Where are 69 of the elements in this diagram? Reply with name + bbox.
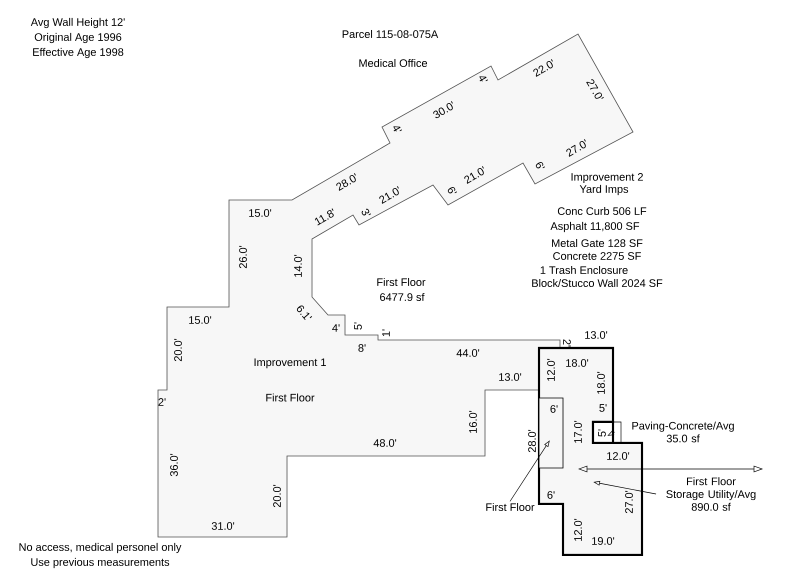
dimension-label: 13.0' xyxy=(499,373,522,381)
dimension-label: 27.0' xyxy=(566,139,586,157)
dimension-label: 4' xyxy=(332,324,340,332)
dimension-label: 28.0' xyxy=(528,430,536,452)
dimension-label: 20.0' xyxy=(273,484,281,508)
dimension-label: 4' xyxy=(479,76,488,82)
dimension-label: 12.0' xyxy=(547,358,555,381)
dimension-label: 26.0' xyxy=(239,246,247,268)
area-label: Storage Utility/Avg 890.0 sf xyxy=(666,490,756,511)
dimension-label: 6' xyxy=(550,405,558,413)
note-text: Improvement 2 xyxy=(572,173,643,183)
dimension-label: 6' xyxy=(547,491,555,499)
note-text: Metal Gate 128 SF xyxy=(552,238,642,247)
note-text: Asphalt 11,800 SF xyxy=(550,222,640,232)
note-text: Original Age 1996 xyxy=(34,32,122,44)
dimension-label: 48.0' xyxy=(374,439,396,447)
note-text: No access, medical personel only xyxy=(19,542,182,554)
dimension-label: 15.0' xyxy=(189,316,212,324)
dimension-label: 12.0' xyxy=(607,452,630,460)
dimension-label: 28.0' xyxy=(336,173,356,191)
dimension-label: 18.0' xyxy=(566,359,588,367)
dimension-label: 18.0' xyxy=(597,372,605,394)
dimension-label: 22.0' xyxy=(533,59,553,77)
area-label: First Floor xyxy=(687,477,736,486)
dimension-label: 31.0' xyxy=(212,522,234,530)
dimension-label: 5' xyxy=(354,322,362,330)
note-text: Concrete 2275 SF xyxy=(553,252,641,260)
room-outline xyxy=(538,398,564,468)
dimension-label: 13.0' xyxy=(585,331,608,339)
dimension-label: 21.0' xyxy=(464,166,484,184)
dimension-label: 36.0' xyxy=(170,454,178,476)
note-text: Conc Curb 506 LF xyxy=(558,206,646,215)
dimension-label: 17.0' xyxy=(574,420,582,443)
area-label: Paving-Concrete/Avg 35.0 sf xyxy=(632,422,734,442)
note-text: 1 Trash Enclosure xyxy=(540,266,628,274)
dimension-label: 16.0' xyxy=(469,410,477,433)
note-text: Medical Office xyxy=(359,58,428,67)
dimension-label: 1' xyxy=(382,329,390,336)
dimension-label: 27.0' xyxy=(625,490,633,514)
dimension-label: 2' xyxy=(158,398,166,406)
dimension-label: 5' xyxy=(598,429,606,437)
dimension-label: 3' xyxy=(362,208,372,216)
dimension-label: 6' xyxy=(448,187,458,194)
dimension-label: 11.8' xyxy=(314,208,334,226)
dimension-label: 12.0' xyxy=(574,518,582,541)
note-text: Block/Stucco Wall 2024 SF xyxy=(532,278,662,287)
dimension-label: 2' xyxy=(563,339,571,347)
dimension-label: 21.0' xyxy=(379,186,399,204)
dimension-label: 5' xyxy=(599,404,607,412)
area-label: Improvement 1 xyxy=(254,358,326,368)
dimension-label: 8' xyxy=(358,344,366,352)
dimension-label: 30.0' xyxy=(433,101,453,118)
area-label: First Floor xyxy=(486,502,534,511)
area-label: 6477.9 sf xyxy=(380,293,424,301)
dimension-label: 4' xyxy=(393,126,402,132)
dimension-label: 14.0' xyxy=(294,254,302,277)
paving-outline xyxy=(592,420,614,444)
dimension-label: 6.1' xyxy=(296,306,312,320)
note-text: Avg Wall Height 12' xyxy=(30,18,125,28)
dimension-label: 15.0' xyxy=(249,209,272,217)
dimension-label: 20.0' xyxy=(174,338,182,362)
note-text: Yard Imps xyxy=(580,184,628,196)
dimension-label: 44.0' xyxy=(456,349,480,357)
area-label: First Floor xyxy=(266,394,314,402)
note-text: Use previous measurements xyxy=(31,558,170,568)
area-label: First Floor xyxy=(377,278,426,286)
note-text: Parcel 115-08-075A xyxy=(342,30,438,38)
note-text: Effective Age 1998 xyxy=(33,48,124,58)
dimension-label: 6' xyxy=(536,162,546,168)
